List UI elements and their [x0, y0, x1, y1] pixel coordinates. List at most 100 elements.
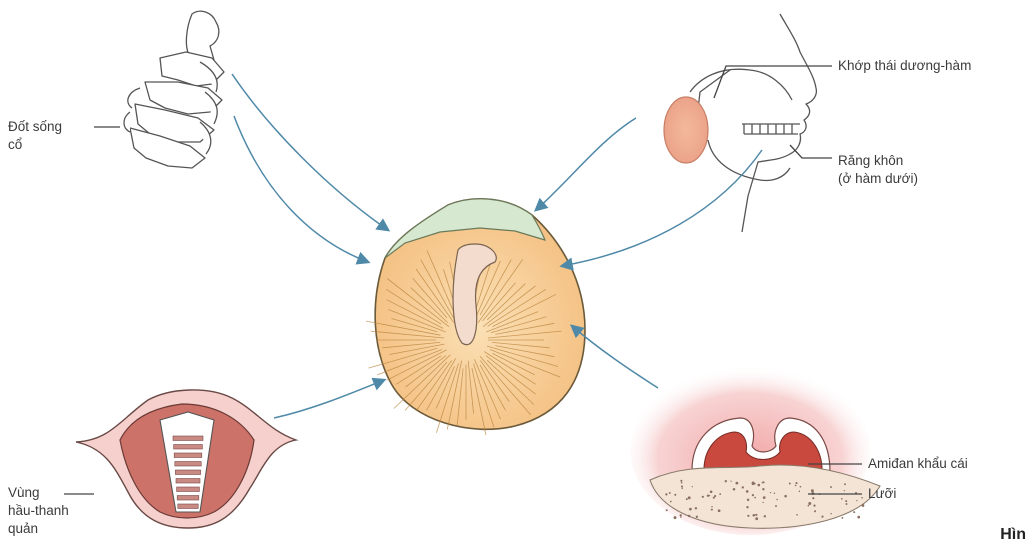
- tongue-speck: [688, 515, 690, 517]
- label-wisdom-tooth-line1: Răng khôn: [838, 152, 918, 170]
- tongue-speck: [752, 482, 755, 485]
- tongue-speck: [762, 502, 763, 503]
- trachea-ring: [176, 479, 200, 484]
- head-profile-illustration: [690, 14, 816, 232]
- tongue-speck: [695, 507, 697, 509]
- tongue-speck: [665, 493, 667, 495]
- tongue-speck: [830, 486, 832, 488]
- tongue-speck: [775, 505, 777, 507]
- tongue-speck: [755, 517, 758, 520]
- tongue-speck: [846, 503, 848, 505]
- label-tongue: Lưỡi: [868, 485, 896, 503]
- tongue-speck: [733, 488, 736, 491]
- tongue-speck: [789, 483, 791, 485]
- trachea-ring: [177, 496, 199, 501]
- larynx-illustration: [76, 390, 296, 528]
- trachea-ring: [175, 470, 200, 475]
- tongue-speck: [680, 480, 682, 482]
- cervical-vertebrae-illustration: [124, 11, 224, 168]
- tongue-speck: [707, 494, 709, 496]
- tongue-speck: [755, 514, 757, 516]
- label-wisdom-tooth-line2: (ở hàm dưới): [838, 170, 918, 188]
- tongue-speck: [747, 499, 749, 501]
- tongue-speck: [710, 490, 713, 493]
- wisdom-tooth-leader-line: [790, 145, 832, 158]
- tongue-speck: [689, 508, 692, 511]
- ear-drum-illustration: [366, 199, 585, 435]
- tongue-speck: [686, 498, 688, 500]
- tongue-speck: [812, 497, 814, 499]
- trachea-ring: [177, 487, 200, 492]
- tongue-speck: [845, 500, 847, 502]
- tongue-speck: [813, 505, 815, 507]
- tongue-speck: [776, 499, 778, 501]
- tongue-speck: [800, 486, 802, 488]
- arrow-wisdom-tooth: [562, 150, 762, 266]
- tongue-speck: [692, 486, 693, 487]
- tongue-speck: [764, 515, 766, 517]
- tongue-speck: [841, 517, 843, 519]
- tongue-speck: [725, 480, 727, 482]
- tongue-speck: [862, 506, 863, 507]
- tongue-speck: [711, 509, 713, 511]
- label-larynx-region: Vùng hầu-thanh quản: [8, 484, 69, 538]
- tongue-speck: [784, 495, 787, 498]
- trachea-ring: [173, 436, 203, 441]
- figure-label-fragment: Hìn: [1000, 526, 1026, 544]
- tongue-speck: [856, 500, 857, 501]
- tongue-speck: [680, 516, 682, 518]
- tongue-speck: [681, 482, 683, 484]
- tongue-speck: [747, 515, 749, 517]
- tongue-speck: [762, 488, 764, 490]
- tongue-speck: [830, 513, 831, 514]
- tongue-speck: [674, 516, 677, 519]
- label-cervical-vertebrae-line2: cổ: [8, 136, 62, 154]
- tongue-speck: [808, 505, 810, 507]
- tongue-speck: [844, 483, 846, 485]
- tongue-speck: [795, 485, 797, 487]
- tongue-speck: [844, 490, 845, 491]
- tongue-speck: [811, 489, 814, 492]
- tongue-speck: [796, 514, 798, 516]
- tongue-speck: [730, 480, 731, 481]
- tongue-speck: [774, 492, 775, 493]
- tongue-speck: [857, 516, 860, 519]
- label-cervical-vertebrae-line1: Đốt sống: [8, 118, 62, 136]
- tongue-speck: [681, 485, 683, 487]
- tongue-speck: [669, 492, 671, 494]
- tongue-speck: [702, 496, 704, 498]
- tongue-speck: [680, 514, 682, 516]
- tongue-speck: [714, 495, 716, 497]
- trachea-ring: [174, 445, 203, 450]
- tongue-speck: [674, 494, 676, 496]
- trachea-ring: [174, 453, 202, 458]
- arrow-tmj: [536, 118, 636, 210]
- tongue-speck: [841, 498, 843, 500]
- tongue-speck: [757, 484, 760, 487]
- tongue-speck: [666, 509, 668, 511]
- tongue-speck: [688, 496, 691, 499]
- label-palatine-tonsil: Amiđan khẩu cái: [868, 455, 968, 473]
- throat-tonsil-illustration: [630, 365, 880, 535]
- tongue-speck: [746, 506, 748, 508]
- tongue-speck: [762, 482, 764, 484]
- label-larynx-line2: hầu-thanh: [8, 502, 69, 520]
- tongue-speck: [696, 516, 698, 518]
- label-larynx-line1: Vùng: [8, 484, 69, 502]
- tongue-speck: [853, 511, 855, 513]
- tongue-speck: [763, 496, 766, 499]
- tongue-speck: [718, 509, 721, 512]
- tongue-speck: [719, 493, 721, 495]
- tongue-speck: [742, 486, 744, 488]
- tongue-speck: [814, 510, 816, 512]
- label-wisdom-tooth: Răng khôn (ở hàm dưới): [838, 152, 918, 188]
- label-larynx-line3: quản: [8, 520, 69, 538]
- tongue-speck: [752, 494, 754, 496]
- tongue-speck: [861, 497, 863, 499]
- tongue-speck: [681, 488, 682, 489]
- tongue-speck: [770, 492, 771, 493]
- trachea-ring: [175, 462, 201, 467]
- tongue-speck: [753, 514, 756, 517]
- tongue-speck: [795, 482, 797, 484]
- arrow-vertebrae-1: [232, 74, 388, 230]
